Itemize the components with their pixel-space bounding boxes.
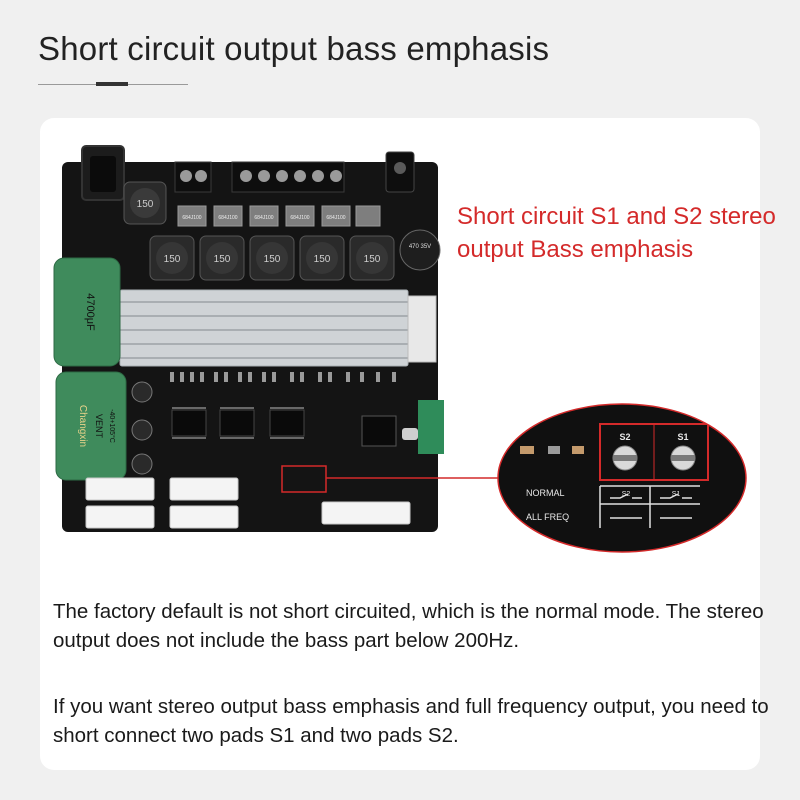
capacitor-series: VENT xyxy=(94,414,104,439)
large-capacitor-top xyxy=(53,257,121,367)
pad-s2-label: S2 xyxy=(619,432,630,442)
crystal xyxy=(402,428,418,440)
small-cap xyxy=(131,419,153,441)
zoom-inset xyxy=(498,404,746,552)
capacitor-brand: Changxin xyxy=(77,405,88,447)
resistor-label: 684J100 xyxy=(182,215,201,221)
inductor-row xyxy=(149,235,395,281)
small-capacitor-label: 470 35V xyxy=(409,244,431,250)
paragraph-bass-emphasis: If you want stereo output bass emphasis … xyxy=(53,695,769,747)
paragraph-default-mode: The factory default is not short circuit… xyxy=(53,600,764,652)
board-illustration: 150 684J100 684J100 684J100 684J100 684J… xyxy=(53,145,747,553)
page-title: Short circuit output bass emphasis xyxy=(38,30,550,67)
inductor-label: 150 xyxy=(164,254,181,265)
pad-s1-label: S1 xyxy=(677,432,688,442)
inductor-label: 150 xyxy=(314,254,331,265)
large-capacitor-label: 4700μF xyxy=(84,293,96,331)
small-capacitor xyxy=(399,229,441,271)
ic-chip xyxy=(219,409,255,437)
inductor-label: 150 xyxy=(364,254,381,265)
table-s1-label: S1 xyxy=(672,491,681,498)
capacitor-temp: -40+105°C xyxy=(108,409,116,443)
inductor-label: 150 xyxy=(264,254,281,265)
connectors xyxy=(85,477,411,529)
inductor-label: 150 xyxy=(214,254,231,265)
inductor-label: 150 xyxy=(137,199,154,210)
small-cap xyxy=(131,381,153,403)
smd-components xyxy=(170,372,396,382)
all-freq-label: ALL FREQ xyxy=(526,512,569,522)
ic-chip xyxy=(171,409,207,437)
resistor-label: 684J100 xyxy=(218,215,237,221)
resistor-row xyxy=(177,205,381,227)
resistor-label: 684J100 xyxy=(326,215,345,221)
table-s2-label: S2 xyxy=(622,491,631,498)
resistor-label: 684J100 xyxy=(290,215,309,221)
ic-chip xyxy=(269,409,305,437)
small-cap xyxy=(131,453,153,475)
s1-s2-pad-area xyxy=(281,465,327,493)
ic-chip xyxy=(361,415,397,447)
bluetooth-module xyxy=(418,400,444,454)
title-divider-accent xyxy=(96,82,128,86)
callout-text: Short circuit S1 and S2 stereo output Ba… xyxy=(457,203,776,263)
resistor-label: 684J100 xyxy=(254,215,273,221)
normal-label: NORMAL xyxy=(526,488,565,498)
